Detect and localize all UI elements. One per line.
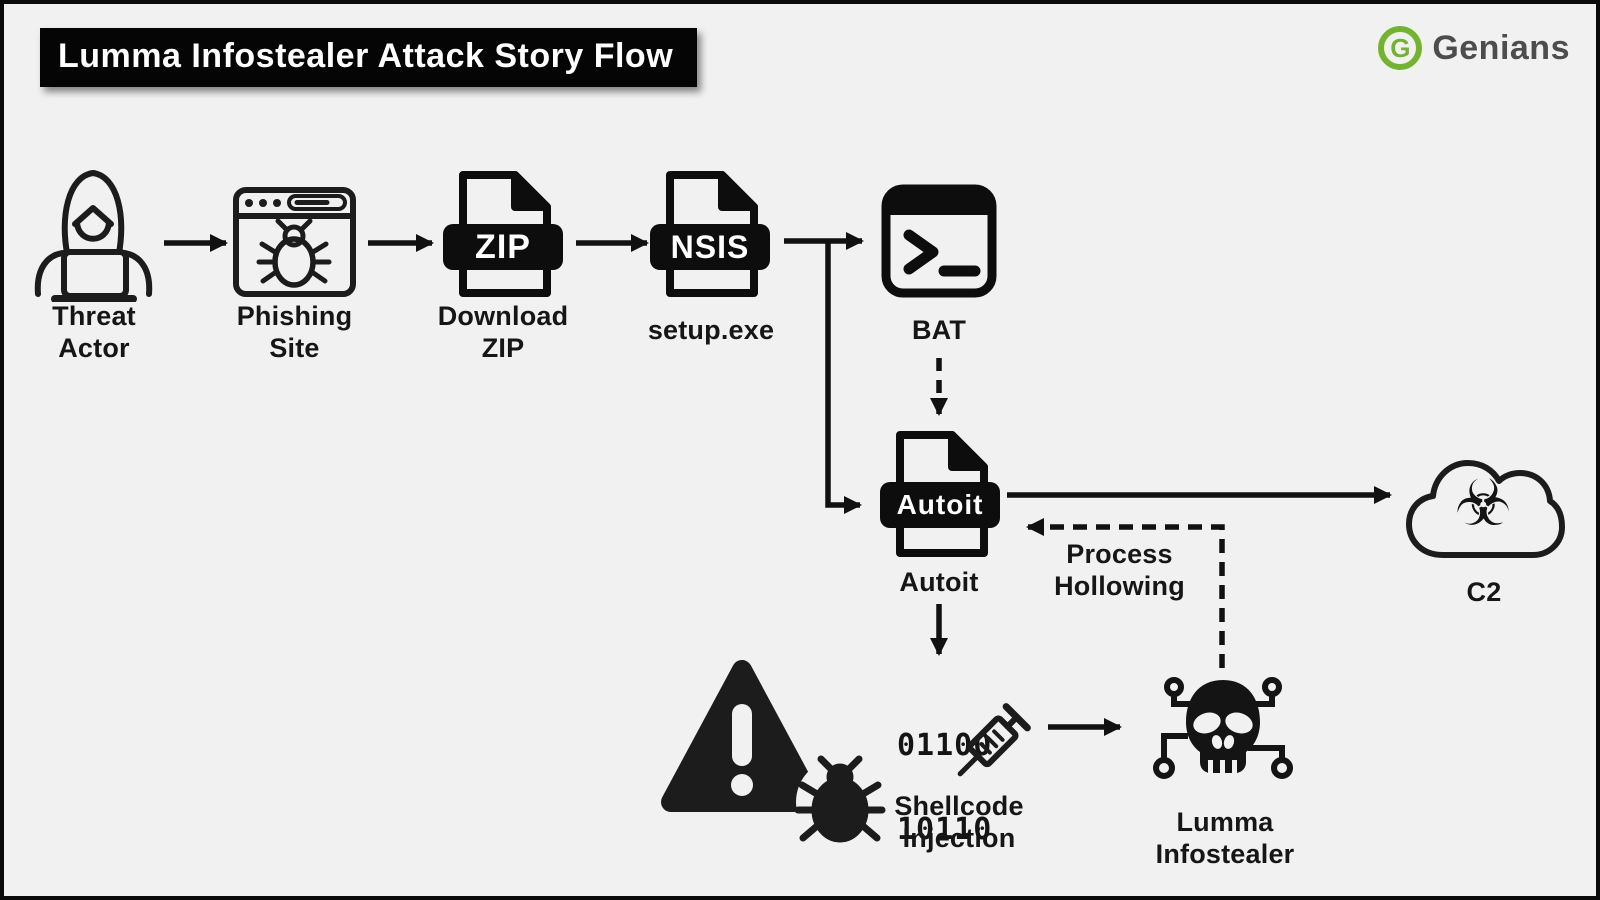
setup-exe-label: setup.exe [647,315,775,345]
syringe-icon [921,671,1062,812]
phishing-site-label: Phishing Site [236,301,353,363]
autoit-label: Autoit [899,567,979,597]
biohazard-icon: ☣ [1454,467,1512,541]
c2-cloud-icon: ☣ [1400,450,1566,568]
zip-file-icon: ZIP [443,170,563,298]
malware-bug-icon [790,752,890,855]
connector-layer [164,232,1392,736]
arrow-branch-to-autoit [825,241,862,514]
page-title: Lumma Infostealer Attack Story Flow [40,28,698,87]
genians-logo-text: Genians [1432,28,1570,67]
threat-actor-label: Threat Actor [52,301,136,363]
lumma-skull-icon [1146,674,1301,807]
nsis-file-icon: NSIS [650,170,770,298]
process-hollowing-label: Process Hollowing [1054,539,1185,601]
zip-label: Download ZIP [437,301,569,363]
bat-terminal-icon [881,182,997,305]
phishing-site-icon [232,182,357,305]
genians-g-letter: G [1390,33,1411,63]
warning-triangle-icon [657,654,827,831]
arrow-process-hollowing-dashed [1026,518,1225,668]
zip-badge: ZIP [443,224,563,270]
nsis-badge: NSIS [650,224,770,270]
shellcode-injection-label: Shellcode Injection [894,791,1024,853]
lumma-infostealer-label: Lumma Infostealer [1155,807,1295,869]
bat-label: BAT [911,315,967,345]
shellcode-binary: 01100 10110 11110 [897,728,993,847]
bug-icon [256,218,332,288]
threat-actor-icon [26,160,161,307]
autoit-badge: Autoit [880,482,1000,528]
autoit-file-icon: Autoit [880,430,1000,558]
genians-g-icon: G [1378,26,1423,70]
genians-logo: G Genians [1378,26,1570,70]
c2-label: C2 [1466,577,1502,607]
